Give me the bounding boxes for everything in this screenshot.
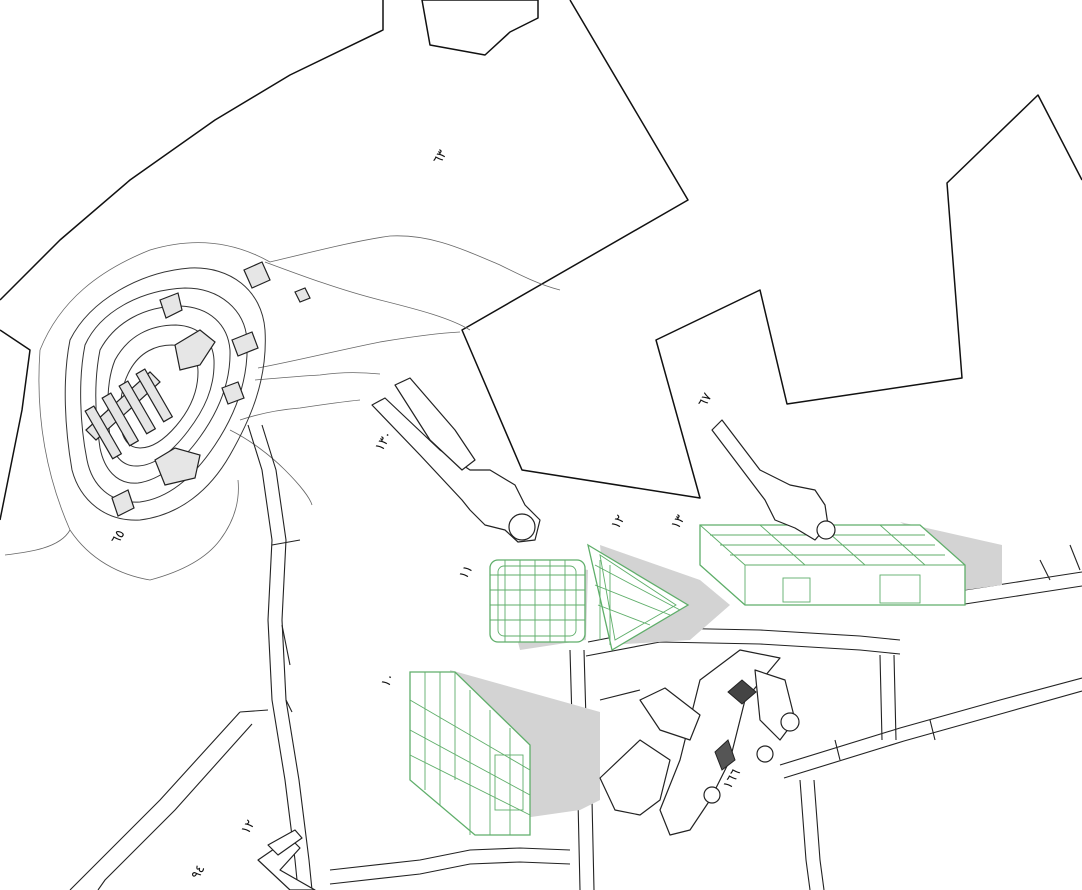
label-person-b: ٦٧ <box>695 390 715 410</box>
map-labels: ٦٣ ٦٥ ١٣٠ ٦٧ ١١ ١٢ ١٣ ١٠ ١٦٦ ١٢ ٩٤ <box>108 147 743 882</box>
parcel-west <box>0 329 31 521</box>
reclining-figure-b <box>711 419 836 541</box>
temple-ruins <box>84 368 174 460</box>
ruin-fragment <box>111 489 135 517</box>
ruin-fragment <box>174 329 216 371</box>
label-site-65: ٦٥ <box>108 527 128 547</box>
archaeological-hill <box>64 261 311 521</box>
parcel-63 <box>461 0 1082 499</box>
bottom-left-fragment <box>257 829 316 890</box>
proposed-building-12 <box>587 543 690 652</box>
label-bottom-a: ١٢ <box>238 817 258 837</box>
ruin-fragment <box>231 331 259 357</box>
ruin-fragment <box>221 381 245 405</box>
label-block-13: ١٣ <box>668 512 688 532</box>
label-person-a: ١٣٠ <box>372 428 395 454</box>
label-block-10: ١٠ <box>378 670 398 690</box>
street-network <box>69 424 1082 890</box>
ruin-fragment <box>154 447 201 486</box>
proposed-building-13 <box>699 524 966 606</box>
terrain-contours <box>4 235 561 581</box>
ruin-fragment <box>243 261 271 289</box>
proposed-building-11 <box>489 559 586 643</box>
label-bottom-b: ٩٤ <box>188 862 208 882</box>
ruin-fragment <box>159 292 183 319</box>
parcel-north-island <box>421 0 539 56</box>
fallen-figure-group <box>599 649 800 836</box>
label-block-12: ١٢ <box>608 512 628 532</box>
proposed-building-10 <box>409 671 531 836</box>
parcel-north <box>0 0 384 301</box>
label-block-11: ١١ <box>456 562 476 582</box>
parcel-outlines <box>0 0 1082 521</box>
label-site-63: ٦٣ <box>430 147 450 167</box>
reclining-figure-a <box>371 377 541 543</box>
ruin-fragment <box>294 287 311 303</box>
